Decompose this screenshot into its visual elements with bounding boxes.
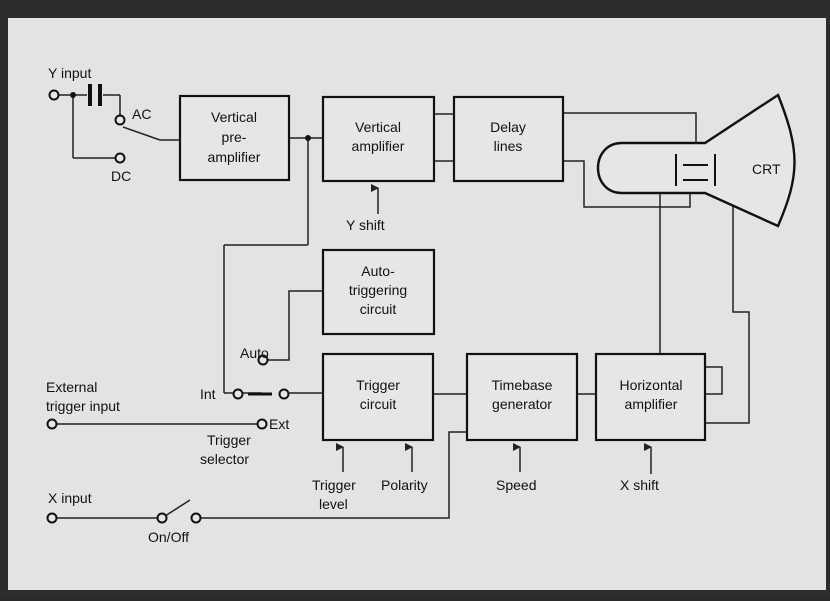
trigger-selector-label-1: Trigger	[207, 432, 251, 448]
y-input-label: Y input	[48, 65, 91, 81]
x-shift-label: X shift	[620, 477, 659, 493]
on-off-terminal-b	[190, 512, 202, 524]
block-vertical-amplifier: Vertical amplifier	[321, 95, 436, 183]
svg-text:amplifier: amplifier	[208, 149, 261, 165]
ac-label: AC	[132, 106, 151, 122]
block-vertical-preamp: Vertical pre- amplifier	[178, 94, 291, 182]
trigger-selector-label-2: selector	[200, 451, 249, 467]
polarity-label: Polarity	[381, 477, 428, 493]
ext-terminal	[256, 418, 268, 430]
dc-terminal	[114, 152, 126, 164]
terminals	[46, 89, 290, 524]
auto-label: Auto	[240, 345, 269, 361]
svg-text:Auto-: Auto-	[361, 263, 395, 279]
external-trigger-terminal	[46, 418, 58, 430]
speed-label: Speed	[496, 477, 536, 493]
svg-text:Trigger: Trigger	[356, 377, 400, 393]
svg-text:Delay: Delay	[490, 119, 526, 135]
trigger-level-label-2: level	[319, 496, 348, 512]
svg-text:circuit: circuit	[360, 396, 397, 412]
auto-terminal	[257, 354, 269, 366]
junction-dots	[70, 92, 311, 141]
svg-text:Vertical: Vertical	[355, 119, 401, 135]
svg-text:triggering: triggering	[349, 282, 407, 298]
svg-text:Timebase: Timebase	[492, 377, 553, 393]
svg-text:generator: generator	[492, 396, 552, 412]
svg-text:amplifier: amplifier	[625, 396, 678, 412]
crt-label: CRT	[752, 161, 781, 177]
external-trigger-label-1: External	[46, 379, 97, 395]
block-auto-triggering: Auto- triggering circuit	[321, 248, 436, 336]
svg-text:Horizontal: Horizontal	[619, 377, 682, 393]
on-off-label: On/Off	[148, 529, 189, 545]
block-trigger-circuit: Trigger circuit	[321, 352, 435, 442]
svg-text:amplifier: amplifier	[352, 138, 405, 154]
x-input-label: X input	[48, 490, 92, 506]
block-horizontal-amplifier: Horizontal amplifier	[594, 352, 707, 442]
y-input-terminal	[48, 89, 60, 101]
on-off-terminal-a	[156, 512, 168, 524]
switch-pivot-terminal	[278, 388, 290, 400]
svg-text:pre-: pre-	[222, 129, 247, 145]
x-input-terminal	[46, 512, 58, 524]
crt-symbol: CRT	[596, 93, 796, 228]
ac-terminal	[114, 114, 126, 126]
ext-label: Ext	[269, 416, 289, 432]
svg-text:lines: lines	[494, 138, 523, 154]
trigger-level-label-1: Trigger	[312, 477, 356, 493]
block-delay-lines: Delay lines	[452, 95, 565, 183]
text-labels: Y input AC DC Y shift Auto External trig…	[46, 65, 659, 545]
svg-text:circuit: circuit	[360, 301, 397, 317]
dc-label: DC	[111, 168, 131, 184]
int-terminal	[232, 388, 244, 400]
y-shift-label: Y shift	[346, 217, 385, 233]
input-capacitor-symbol	[87, 84, 103, 106]
int-label: Int	[200, 386, 216, 402]
external-trigger-label-2: trigger input	[46, 398, 120, 414]
svg-text:Vertical: Vertical	[211, 109, 257, 125]
block-timebase-generator: Timebase generator	[465, 352, 579, 442]
